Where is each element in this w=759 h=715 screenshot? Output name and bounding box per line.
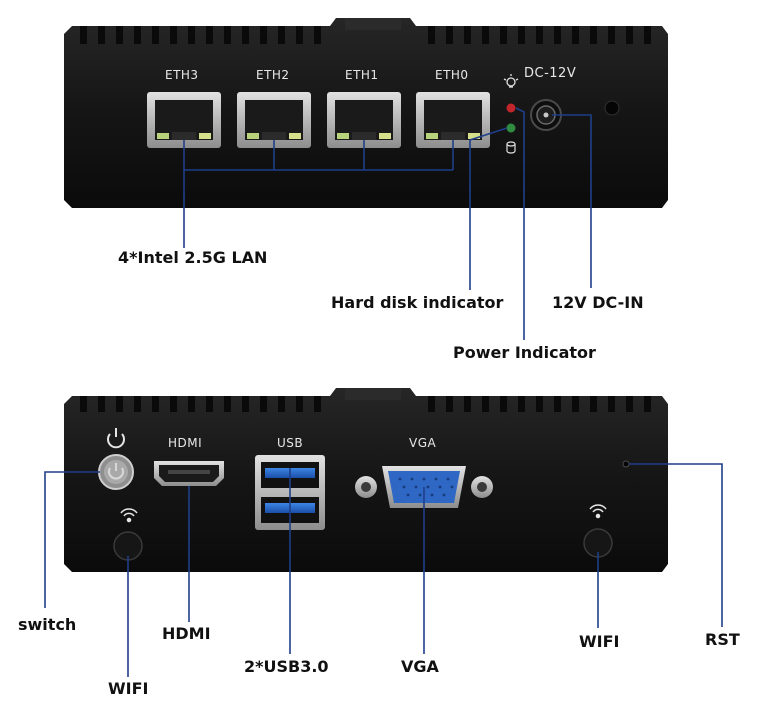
- port-led-icon: [337, 133, 349, 139]
- ethernet-port-eth2[interactable]: [237, 92, 311, 148]
- callout-switch: switch: [18, 615, 77, 634]
- eth3-label: ETH3: [165, 68, 199, 82]
- power-switch-button[interactable]: [98, 454, 134, 490]
- wifi-icon: [589, 504, 607, 519]
- hdd-led: [506, 123, 516, 133]
- usb-panel-label: USB: [277, 436, 304, 450]
- wifi-icon: [120, 508, 138, 523]
- port-led-icon: [379, 133, 391, 139]
- callout-dc-in: 12V DC-IN: [552, 293, 644, 312]
- port-led-icon: [247, 133, 259, 139]
- eth0-label: ETH0: [435, 68, 469, 82]
- callout-lan: 4*Intel 2.5G LAN: [118, 248, 268, 267]
- reset-pinhole[interactable]: [622, 460, 630, 468]
- wifi-antenna-left: [113, 531, 143, 561]
- eth1-label: ETH1: [345, 68, 379, 82]
- callout-vga: VGA: [401, 657, 439, 676]
- callout-lines-top: [183, 107, 592, 340]
- ethernet-port-eth0[interactable]: [416, 92, 490, 148]
- hdmi-port[interactable]: [154, 461, 224, 486]
- callout-hard-disk-indicator: Hard disk indicator: [331, 293, 504, 312]
- port-led-icon: [199, 133, 211, 139]
- port-led-icon: [426, 133, 438, 139]
- callout-wifi-right: WIFI: [579, 632, 620, 651]
- callout-rst: RST: [705, 630, 740, 649]
- power-led: [506, 103, 516, 113]
- vga-panel-label: VGA: [409, 436, 437, 450]
- ethernet-port-eth1[interactable]: [327, 92, 401, 148]
- callout-lines-bottom: [44, 463, 723, 677]
- callout-hdmi: HDMI: [162, 624, 211, 643]
- eth2-label: ETH2: [256, 68, 290, 82]
- callout-wifi-left: WIFI: [108, 679, 149, 698]
- port-led-icon: [289, 133, 301, 139]
- callout-usb: 2*USB3.0: [244, 657, 329, 676]
- dc-12v-label: DC-12V: [524, 66, 577, 81]
- ethernet-port-eth3[interactable]: [147, 92, 221, 148]
- callout-power-indicator: Power Indicator: [453, 343, 596, 362]
- power-symbol-icon: [107, 428, 125, 449]
- hdmi-panel-label: HDMI: [168, 436, 203, 450]
- disk-icon: [506, 141, 516, 154]
- antenna-hole: [604, 100, 620, 116]
- port-led-icon: [468, 133, 480, 139]
- port-led-icon: [157, 133, 169, 139]
- bulb-icon: [503, 74, 519, 88]
